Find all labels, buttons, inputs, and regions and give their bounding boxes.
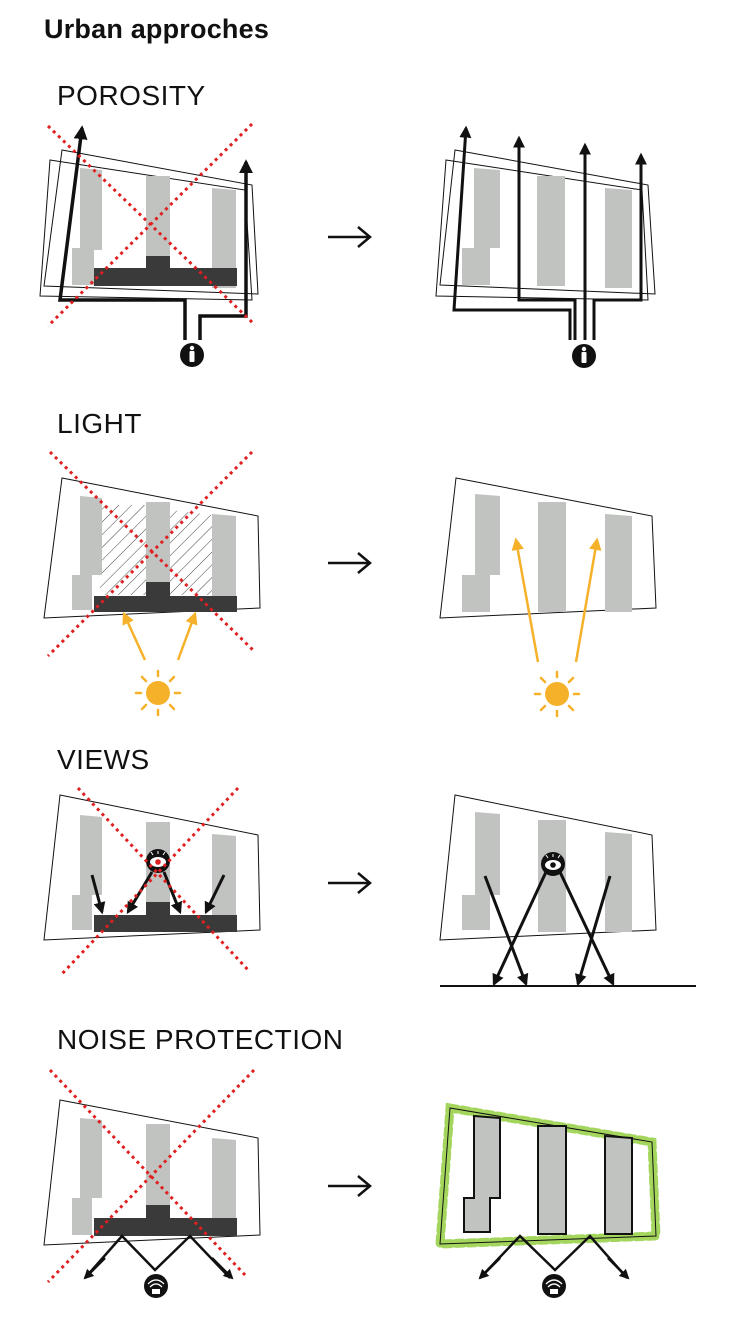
light-after <box>439 477 657 718</box>
pedestrian-icon <box>572 344 596 368</box>
light-before <box>43 450 261 717</box>
eye-icon <box>541 852 565 876</box>
noise-icon <box>542 1274 566 1298</box>
views-before <box>43 786 261 978</box>
section-title-views: VIEWS <box>57 744 150 775</box>
eye-icon <box>146 849 170 873</box>
sun-icon <box>134 669 182 717</box>
arrow-right-icon <box>328 1175 372 1197</box>
cross-out-icon <box>46 1068 256 1284</box>
page-title: Urban approches <box>44 14 270 44</box>
arrow-right-icon <box>328 872 372 894</box>
views-after <box>439 794 696 987</box>
arrow-right-icon <box>328 552 372 574</box>
noise-icon <box>144 1274 168 1298</box>
noise-after <box>435 1102 661 1298</box>
porosity-before <box>39 122 259 367</box>
section-title-noise-protection: NOISE PROTECTION <box>57 1024 344 1055</box>
cross-out-icon <box>46 450 257 658</box>
noise-before <box>43 1068 261 1298</box>
cross-out-icon <box>46 122 257 328</box>
cross-out-icon <box>58 786 252 978</box>
arrow-right-icon <box>328 226 372 248</box>
section-title-light: LIGHT <box>57 408 142 439</box>
section-title-porosity: POROSITY <box>57 80 206 111</box>
pedestrian-icon <box>180 343 204 367</box>
porosity-after <box>435 125 656 368</box>
sun-icon <box>533 670 581 718</box>
